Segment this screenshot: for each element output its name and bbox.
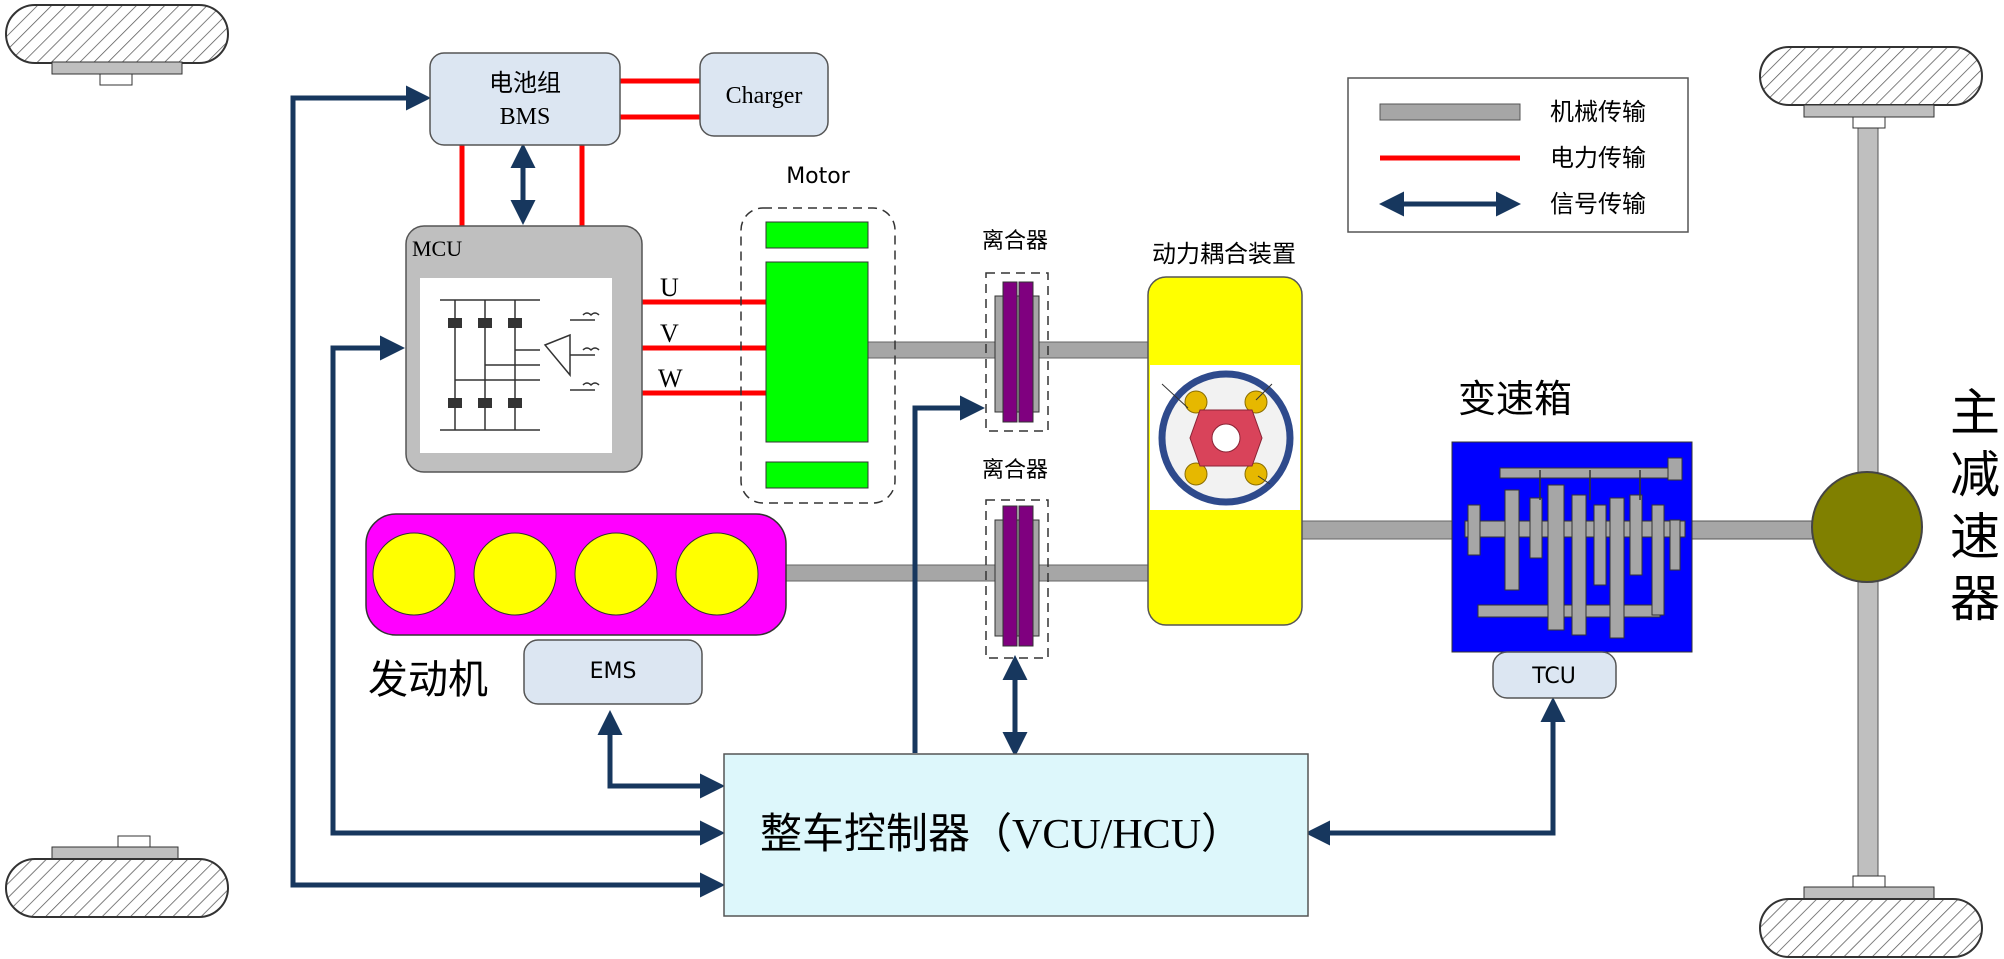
gearbox (1451, 441, 1693, 653)
legend-mechanical-swatch (1379, 103, 1521, 121)
svg-text:速: 速 (1950, 509, 2000, 565)
charger-label: Charger (726, 83, 803, 109)
bms-label: BMS (500, 104, 551, 130)
power-coupler (1147, 276, 1303, 626)
legend: 机械传输 电力传输 信号传输 (1347, 77, 1689, 233)
clutch-bottom (985, 499, 1049, 659)
svg-text:减: 减 (1950, 447, 2000, 503)
phase-u-label: U (660, 273, 679, 302)
engine-label: 发动机 (368, 657, 488, 703)
engine-cylinder (675, 532, 759, 616)
wheel-rear-left (5, 835, 229, 918)
vcu-label: 整车控制器（VCU/HCU） (760, 812, 1243, 858)
engine-cylinder (473, 532, 557, 616)
tcu-label: TCU (1531, 664, 1576, 689)
phase-v-label: V (660, 319, 679, 348)
signal-lines (290, 85, 1566, 898)
wheel-front-right (1759, 46, 1983, 129)
motor-label: Motor (786, 164, 851, 189)
legend-electrical-label: 电力传输 (1550, 144, 1646, 172)
mcu-label: MCU (412, 236, 462, 261)
phase-w-label: W (658, 364, 683, 393)
coupler-label: 动力耦合装置 (1152, 240, 1296, 268)
wheel-rear-right (1759, 875, 1983, 958)
tcu-box: TCU (1492, 651, 1617, 699)
mcu-box: MCU (405, 225, 643, 473)
svg-text:器: 器 (1950, 571, 2000, 627)
engine-cylinder (372, 532, 456, 616)
charger-box: Charger (699, 52, 829, 137)
legend-signal-label: 信号传输 (1550, 190, 1646, 218)
battery-label: 电池组 (489, 69, 561, 97)
final-drive-label: 主 减 速 器 (1950, 385, 2000, 627)
engine (365, 513, 787, 636)
clutch-bottom-label: 离合器 (982, 458, 1048, 483)
mechanical-shafts (785, 341, 1453, 582)
clutch-top (985, 272, 1049, 432)
inverter-schematic (420, 278, 612, 453)
motor (740, 207, 896, 504)
wheel-front-left (5, 4, 229, 86)
gearbox-label: 变速箱 (1458, 377, 1572, 421)
battery-bms-box: 电池组 BMS (429, 52, 621, 146)
vcu-box: 整车控制器（VCU/HCU） (723, 753, 1309, 917)
clutch-top-label: 离合器 (982, 229, 1048, 254)
ems-box: EMS (523, 639, 703, 705)
legend-mechanical-label: 机械传输 (1550, 98, 1646, 126)
ems-label: EMS (590, 659, 637, 684)
final-drive (1811, 471, 1923, 583)
engine-cylinder (574, 532, 658, 616)
svg-text:主: 主 (1950, 385, 2000, 441)
